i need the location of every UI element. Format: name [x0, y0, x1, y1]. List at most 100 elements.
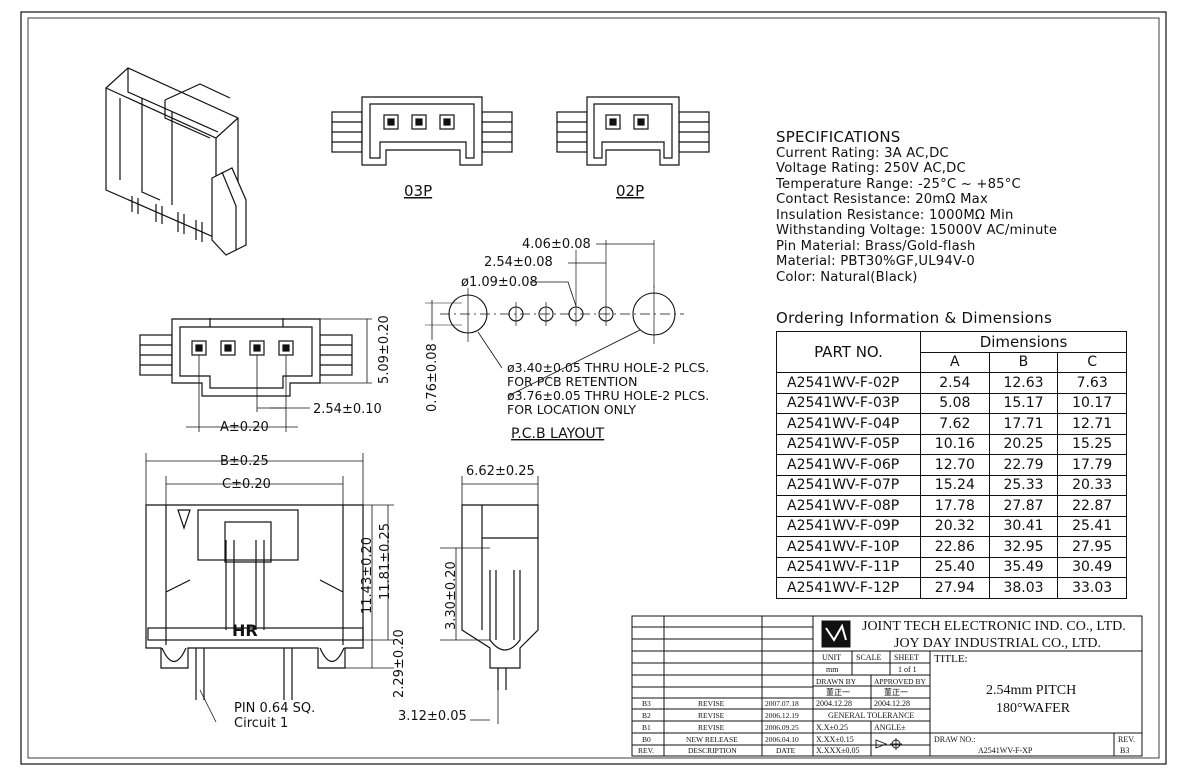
front-view — [145, 504, 364, 700]
dim-c-value: 22.87 — [1057, 495, 1127, 517]
approved-date: 2004.12.28 — [874, 699, 910, 708]
dim-c-value: 15.25 — [1057, 433, 1127, 455]
dim-406: 4.06±0.08 — [522, 237, 591, 252]
top-view-03p — [331, 96, 513, 166]
rev-header-date: DATE — [776, 746, 796, 755]
specifications-block: SPECIFICATIONS Current Rating: 3A AC,DC … — [776, 128, 1057, 285]
product-title-1: 2.54mm PITCH — [986, 683, 1076, 698]
scale-label: SCALE — [856, 653, 881, 662]
unit-label: UNIT — [822, 653, 841, 662]
dim-b-value: 20.25 — [988, 433, 1059, 455]
rev-label: REV. — [1118, 735, 1135, 744]
rev-row-b0-date: 2006.04.10 — [765, 735, 799, 744]
outer-frame — [20, 11, 1167, 765]
spec-temperature-range: Temperature Range: -25°C ~ +85°C — [776, 176, 1021, 192]
dim-c-value: 12.71 — [1057, 413, 1127, 435]
hole-note-2b: FOR LOCATION ONLY — [507, 402, 636, 417]
isometric-view — [105, 67, 247, 256]
part-number: A2541WV-F-08P — [776, 495, 921, 517]
part-number: A2541WV-F-05P — [776, 433, 921, 455]
product-title-2: 180°WAFER — [996, 701, 1071, 716]
spec-current-rating: Current Rating: 3A AC,DC — [776, 145, 949, 161]
dim-b-value: 15.17 — [988, 392, 1059, 414]
dim-b-value: 27.87 — [988, 495, 1059, 517]
dimensions-header: Dimensions — [920, 331, 1127, 353]
dim-c-value: 20.33 — [1057, 474, 1127, 496]
dim-b-value: 38.03 — [988, 577, 1059, 599]
dim-a: A±0.20 — [220, 420, 269, 435]
rev-row-b2-code: B2 — [642, 711, 651, 720]
part-number: A2541WV-F-02P — [776, 372, 921, 394]
dim-a-value: 20.32 — [920, 515, 990, 537]
spec-insulation-resistance: Insulation Resistance: 1000MΩ Min — [776, 207, 1014, 223]
dim-509: 5.09±0.20 — [377, 315, 392, 384]
part-number: A2541WV-F-06P — [776, 454, 921, 476]
rev-row-b1-desc: REVISE — [698, 723, 725, 732]
hole-note-1a: ø3.40±0.05 THRU HOLE-2 PLCS. — [507, 360, 709, 375]
spec-contact-resistance: Contact Resistance: 20mΩ Max — [776, 192, 988, 207]
dim-c-value: 7.63 — [1057, 372, 1127, 394]
top-view-04p — [139, 318, 353, 397]
approved-by: 董正一 — [884, 687, 908, 697]
dim-1143: 11.43±0.20 — [360, 537, 375, 614]
spec-voltage-rating: Voltage Rating: 250V AC,DC — [776, 161, 966, 176]
rev-row-b3-desc: REVISE — [698, 699, 725, 708]
dim-b-value: 32.95 — [988, 536, 1059, 558]
part-number: A2541WV-F-10P — [776, 536, 921, 558]
drawn-by: 董正一 — [826, 687, 850, 697]
dim-a-value: 17.78 — [920, 495, 990, 517]
dim-lines-front — [145, 453, 394, 723]
dim-b-value: 35.49 — [988, 556, 1059, 578]
rev-row-b3-date: 2007.07.18 — [765, 699, 799, 708]
dim-109: ø1.09±0.08 — [461, 275, 538, 290]
tolerance-1: X.X±0.25 — [816, 723, 848, 732]
sheet-value: 1 of 1 — [898, 665, 917, 674]
dim-330: 3.30±0.20 — [444, 561, 459, 630]
col-c-header: C — [1057, 351, 1127, 373]
ordering-title: Ordering Information & Dimensions — [776, 309, 1053, 327]
rev-row-b0-desc: NEW RELEASE — [686, 735, 738, 744]
dim-b: B±0.25 — [220, 454, 269, 469]
specifications-title: SPECIFICATIONS — [776, 128, 901, 146]
dim-312: 3.12±0.05 — [398, 709, 467, 724]
tolerance-label: GENERAL TOLERANCE — [828, 711, 914, 720]
dim-a-value: 7.62 — [920, 413, 990, 435]
dim-a-value: 15.24 — [920, 474, 990, 496]
pin-circuit-note: Circuit 1 — [234, 716, 288, 731]
inner-frame — [27, 17, 1160, 759]
tolerance-3: X.XXX±0.05 — [816, 746, 860, 755]
dim-b-value: 25.33 — [988, 474, 1059, 496]
dim-c-value: 33.03 — [1057, 577, 1127, 599]
rev-row-b3-code: B3 — [642, 699, 651, 708]
part-number: A2541WV-F-11P — [776, 556, 921, 578]
dim-076: 0.76±0.08 — [425, 343, 440, 412]
rev-row-b1-code: B1 — [642, 723, 651, 732]
side-view — [461, 504, 539, 690]
label-03p: 03P — [404, 182, 432, 200]
dim-lines-side — [440, 476, 539, 724]
hole-note-1b: FOR PCB RETENTION — [507, 374, 637, 389]
dim-c-value: 10.17 — [1057, 392, 1127, 414]
dim-b-value: 22.79 — [988, 454, 1059, 476]
drawn-by-label: DRAWN BY — [816, 677, 857, 686]
dim-c-value: 17.79 — [1057, 454, 1127, 476]
rev-header-description: DESCRIPTION — [688, 746, 737, 755]
col-a-header: A — [920, 351, 990, 373]
draw-no: A2541WV-F-XP — [978, 746, 1033, 755]
dim-a-value: 25.40 — [920, 556, 990, 578]
company-name-1: JOINT TECH ELECTRONIC IND. CO., LTD. — [862, 619, 1126, 634]
rev-header-rev: REV. — [638, 746, 654, 755]
dim-c-value: 25.41 — [1057, 515, 1127, 537]
pcb-layout-label: P.C.B LAYOUT — [511, 426, 605, 442]
dim-a-value: 2.54 — [920, 372, 990, 394]
dim-b-value: 12.63 — [988, 372, 1059, 394]
